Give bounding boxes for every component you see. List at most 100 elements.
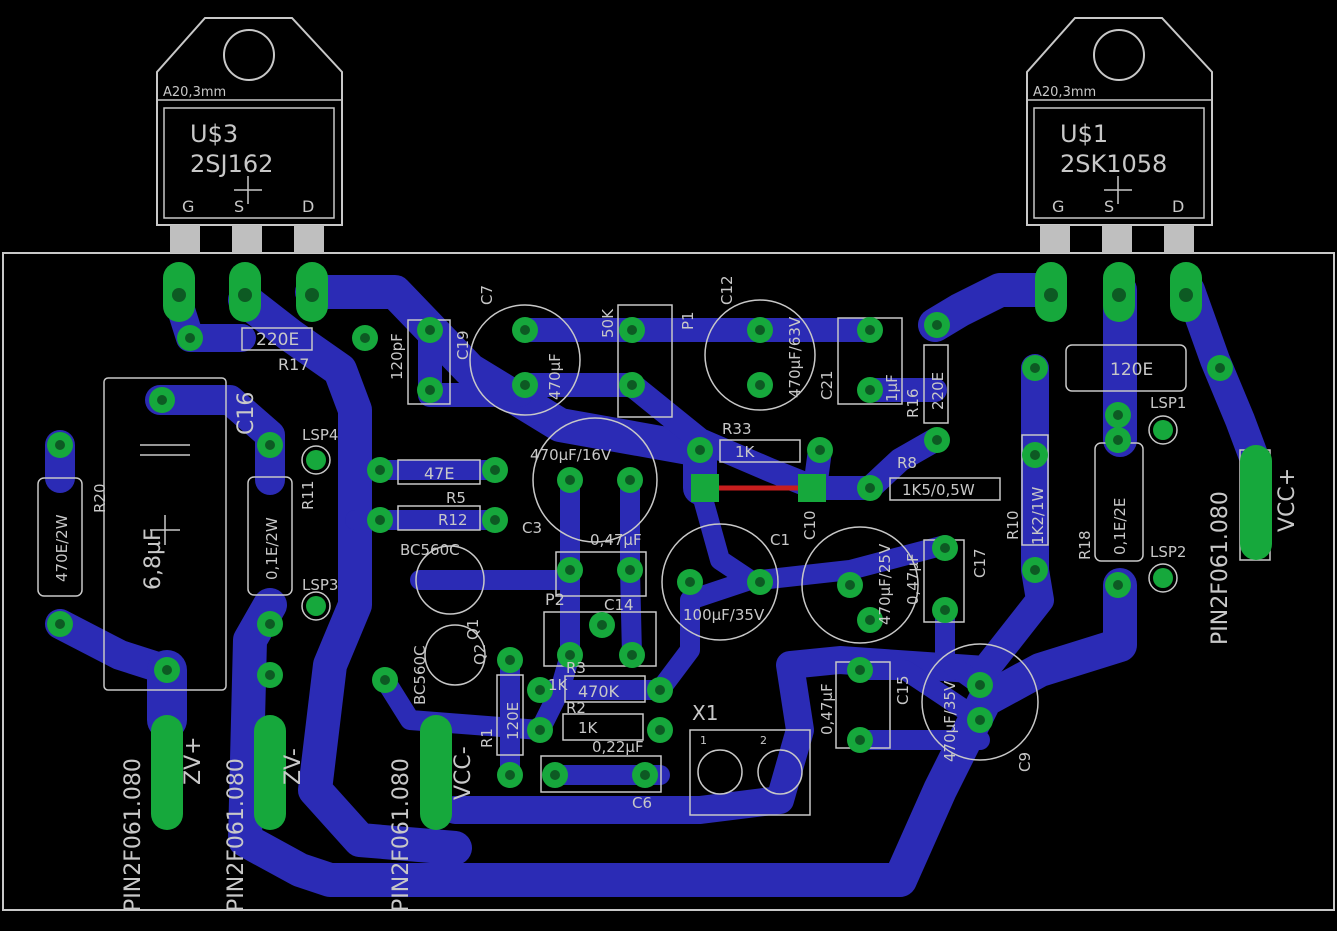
square-pad-1: [798, 474, 826, 502]
c17-value: 0,47µF: [904, 553, 922, 605]
r17-ref: R17: [278, 355, 309, 374]
pad-hole-55: [855, 665, 865, 675]
pads: [47, 312, 1233, 788]
lsp-pad-2: [1153, 420, 1173, 440]
pad-hole-33: [1030, 450, 1040, 460]
connectors: [151, 445, 1272, 830]
r2-ref: R2: [566, 699, 586, 717]
pad-hole-56: [855, 735, 865, 745]
pad-hole-34: [1030, 565, 1040, 575]
c21-value: 1µF: [883, 374, 901, 402]
lsp2-label: LSP2: [1150, 543, 1186, 561]
u1-package: A20,3mm: [1033, 85, 1096, 100]
pad-hole-1: [360, 333, 370, 343]
vcc-minus-label: VCC-: [451, 746, 476, 800]
pad-hole-59: [265, 670, 275, 680]
r16-ref: R16: [904, 388, 922, 418]
pad-hole-40: [845, 580, 855, 590]
u3-pin-g: G: [182, 197, 194, 216]
pad-hole-16: [1113, 410, 1123, 420]
c9-ref: C9: [1016, 752, 1034, 772]
c6-ref: C6: [632, 794, 652, 812]
c19-value: 120pF: [388, 333, 406, 380]
r17-value: 220E: [256, 330, 299, 350]
board-outline: [2, 252, 1335, 911]
pad-hole-29: [625, 475, 635, 485]
r10-ref: R10: [1004, 510, 1022, 540]
u3-value: 2SJ162: [190, 150, 273, 178]
r33-ref: R33: [722, 420, 752, 438]
r5-ref: R5: [446, 489, 466, 507]
pad-hole-11: [865, 385, 875, 395]
r1-value: 120E: [504, 702, 522, 740]
r20-ref: R20: [91, 483, 109, 513]
lsp3-label: LSP3: [302, 576, 338, 594]
r10-value: 1K2/1W: [1029, 486, 1047, 545]
pad-hole-14: [1030, 363, 1040, 373]
c9-value: 470µF/35V: [941, 680, 959, 762]
lsp-pad-0: [306, 450, 326, 470]
c7-ref: C7: [478, 285, 496, 305]
transistor-u3: A20,3mm U$3 2SJ162 G S D: [156, 17, 343, 322]
c17-ref: C17: [971, 548, 989, 578]
c12-ref: C12: [718, 275, 736, 305]
u3-ref: U$3: [190, 120, 238, 148]
bc560c-top: BC560C: [400, 541, 460, 559]
r33-value: 1K: [735, 443, 756, 461]
pad-hole-45: [627, 650, 637, 660]
lsp1-label: LSP1: [1150, 394, 1186, 412]
u3-package: A20,3mm: [163, 85, 226, 100]
r11-ref: R11: [299, 480, 317, 510]
pad-hole-26: [375, 515, 385, 525]
pad-hole-19: [162, 665, 172, 675]
pad-hole-7: [627, 380, 637, 390]
lsp-pad-3: [1153, 568, 1173, 588]
c1-ref: C1: [770, 531, 790, 549]
pad-hole-41: [865, 615, 875, 625]
x1-ref: X1: [692, 701, 718, 725]
c16-ref: C16: [234, 392, 259, 435]
pad-hole-50: [535, 725, 545, 735]
u3-pin-s: S: [234, 197, 244, 216]
pad-hole-51: [655, 725, 665, 735]
pad-hole-47: [505, 655, 515, 665]
pad-hole-36: [565, 565, 575, 575]
c10-ref: C10: [801, 510, 819, 540]
pad-hole-28: [565, 475, 575, 485]
r18-ref: R18: [1076, 530, 1094, 560]
r8-ref: R8: [897, 454, 917, 472]
pad-hole-57: [975, 680, 985, 690]
pad-hole-43: [940, 605, 950, 615]
c3-ref: C3: [522, 519, 542, 537]
r3-value: 1K: [548, 676, 569, 694]
silkscreen-labels: 220E R17 C16 6,8µF R20 470E/2W R11 0,1E/…: [53, 275, 1300, 912]
pad-hole-23: [265, 619, 275, 629]
lsp-ring-0: [301, 445, 331, 475]
r14-value: 120E: [1110, 360, 1153, 380]
c21-ref: C21: [818, 370, 836, 400]
r8-value: 1K5/0,5W: [902, 481, 975, 499]
pad-hole-15: [1215, 363, 1225, 373]
r18-value: 0,1E/2E: [1111, 498, 1129, 555]
square-pad-0: [691, 474, 719, 502]
vcc-plus-type: PIN2F061.080: [1208, 491, 1233, 645]
pad-hole-53: [550, 770, 560, 780]
pad-hole-8: [755, 325, 765, 335]
r3-ref: R3: [566, 659, 586, 677]
vcc-plus-connector: [1240, 445, 1272, 560]
pad-hole-20: [55, 440, 65, 450]
transistor-u1: A20,3mm U$1 2SK1058 G S D: [1026, 17, 1213, 322]
pad-hole-35: [1113, 580, 1123, 590]
lsp-ring-3: [1148, 563, 1178, 593]
pad-hole-27: [490, 515, 500, 525]
pad-hole-52: [505, 770, 515, 780]
pad-hole-17: [1113, 435, 1123, 445]
pad-hole-0: [185, 333, 195, 343]
r1-ref: R1: [478, 728, 496, 748]
pad-hole-58: [975, 715, 985, 725]
c12-value: 470µF/63V: [786, 316, 804, 398]
pad-hole-10: [865, 325, 875, 335]
c16-value: 6,8µF: [141, 528, 166, 590]
zv-minus-type: PIN2F061.080: [224, 758, 249, 912]
c15-ref: C15: [894, 675, 912, 705]
